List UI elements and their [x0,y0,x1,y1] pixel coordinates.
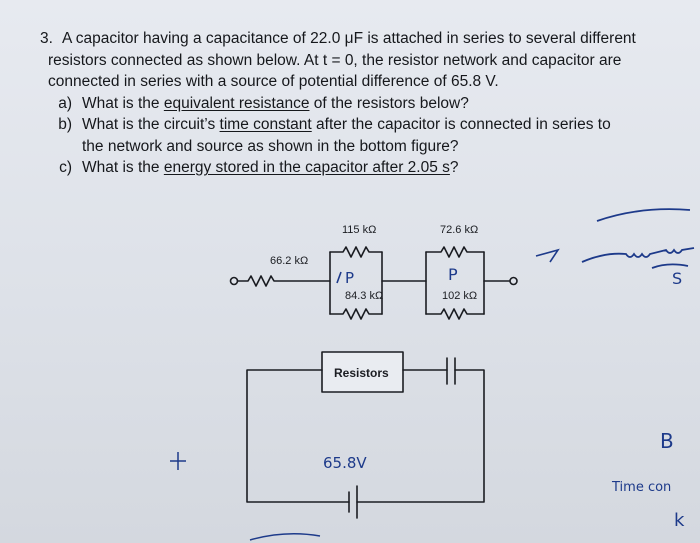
hand-stroke-top [596,208,691,222]
question-a-pre: What is the [82,94,164,112]
wire-left [246,369,350,503]
bottom-circuit [246,351,485,519]
label-66-2k: 66.2 kΩ [270,255,308,267]
wire-right-bottom [356,369,485,503]
hand-plus-icon [170,452,186,470]
question-a: a) What is the equivalent resistance of … [40,93,680,115]
question-b-label: b) [58,116,72,133]
hand-arrow-icon [535,248,560,263]
handwritten-notes: P P S 65.8V B Time con k [170,208,695,541]
resistor-network [229,246,518,320]
question-b-underlined: time constant [219,116,312,133]
hand-k: k [674,510,685,531]
resistor-66-2k [236,275,331,287]
resistor-115k [329,246,383,258]
question-a-post: of the resistors below? [309,94,469,112]
question-b-pre: What is the circuit’s [82,116,220,133]
resistor-102k [425,308,485,320]
problem-text: 3. A capacitor having a capacitance of 2… [40,28,680,179]
hand-p-right: P [448,265,458,284]
question-c-pre: What is the [82,159,164,176]
question-a-underlined: equivalent resistance [163,94,310,112]
label-84-3k: 84.3 kΩ [345,290,383,302]
resistors-box-label: Resistors [334,366,389,380]
question-c: c) What is the energy stored in the capa… [40,157,680,179]
hand-s: S [672,269,682,288]
resistors-box [321,351,404,393]
label-115k: 115 kΩ [342,224,376,236]
battery-symbol [348,485,358,519]
intro-line-3: connected in series with a source of pot… [48,73,499,90]
question-c-underlined: energy stored in the capacitor after 2.0… [163,159,450,176]
intro-text-1: A capacitor having a capacitance of 22.0… [62,30,636,47]
question-c-post: ? [449,159,459,176]
intro-line-2: resistors connected as shown below. At t… [48,51,622,69]
capacitor-symbol [446,357,456,385]
question-b: b) What is the circuit’s time constant a… [40,114,680,157]
label-102k: 102 kΩ [442,290,477,302]
hand-stroke-mid [651,263,689,269]
question-a-label: a) [58,94,72,112]
hand-resistor-sketch [581,247,695,263]
left-terminal [229,276,239,286]
hand-tick-left [336,271,342,284]
hand-stroke-bottom [249,533,321,541]
hand-b: B [660,429,674,453]
hand-voltage: 65.8V [323,454,367,472]
label-72-6k: 72.6 kΩ [440,224,478,236]
hand-p-left: P [345,269,354,287]
hand-time-constant: Time con [611,480,671,495]
question-b-line2: the network and source as shown in the b… [82,137,459,155]
question-c-label: c) [59,159,72,176]
right-terminal [509,276,518,286]
resistor-72-6k [425,246,485,258]
resistor-84-3k [329,308,383,320]
intro-line-1: 3. A capacitor having a capacitance of 2… [40,28,680,50]
problem-number: 3. [40,30,53,47]
question-b-post: after the capacitor is connected in seri… [311,116,611,133]
